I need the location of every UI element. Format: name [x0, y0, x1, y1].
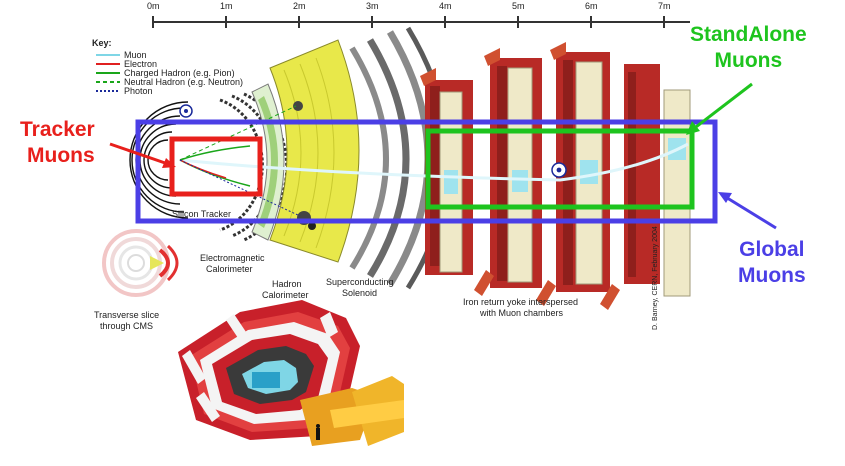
- key-item-label: Neutral Hadron (e.g. Neutron): [124, 77, 244, 87]
- key-swatches: [96, 54, 120, 92]
- hadron-calorimeter: [269, 39, 360, 263]
- magnetic-field-in-icon: [551, 162, 567, 178]
- magnetic-field-out-icon: [179, 104, 193, 118]
- ecal-label-line2: Calorimeter: [206, 264, 253, 274]
- key-title: Key:: [92, 38, 112, 48]
- scale-ruler: [152, 16, 690, 28]
- key-item-label: Photon: [124, 86, 153, 96]
- ecal-label-line1: Electromagnetic: [200, 253, 265, 263]
- standalone-callout-line1: StandAlone: [690, 23, 807, 46]
- scale-tick-label: 2m: [293, 1, 306, 11]
- global-callout-line1: Global: [739, 238, 805, 261]
- standalone-arrow: [686, 82, 753, 135]
- hcal-label-line2: Calorimeter: [262, 290, 309, 300]
- tracker-callout-line2: Muons: [27, 144, 95, 167]
- global-muons-callout: Global Muons: [738, 237, 806, 289]
- slice-label-line2: through CMS: [100, 321, 154, 331]
- global-arrow: [718, 192, 777, 230]
- scale-tick-label: 1m: [220, 1, 233, 11]
- tracker-muons-callout: Tracker Muons: [20, 117, 95, 169]
- key-item-label: Charged Hadron (e.g. Pion): [124, 68, 235, 78]
- standalone-callout-line2: Muons: [714, 49, 783, 72]
- solenoid-label-line1: Superconducting: [326, 277, 394, 287]
- transverse-slice-icon: [102, 229, 179, 297]
- cms-3d-cutaway: [178, 300, 404, 446]
- standalone-muons-box: [425, 128, 695, 210]
- global-callout-line2: Muons: [738, 264, 806, 287]
- key-item-label: Muon: [124, 50, 147, 60]
- scale-tick-label: 6m: [585, 1, 598, 11]
- yoke-label-line2: with Muon chambers: [480, 308, 564, 318]
- scale-tick-label: 7m: [658, 1, 671, 11]
- hcal-label-line1: Hadron: [272, 279, 302, 289]
- slice-label-line1: Transverse slice: [94, 310, 160, 320]
- scale-tick-label: 0m: [147, 1, 160, 11]
- credit-label: D. Barney, CERN, February 2004: [652, 226, 659, 330]
- scale-tick-label: 3m: [366, 1, 379, 11]
- yoke-label-line1: Iron return yoke interspersed: [463, 297, 579, 307]
- silicon-tracker-label: Silicon Tracker: [172, 209, 232, 219]
- key-item-label: Electron: [124, 59, 158, 69]
- scale-tick-label: 5m: [512, 1, 525, 11]
- standalone-muons-callout: StandAlone Muons: [690, 22, 807, 74]
- solenoid-label-line2: Solenoid: [342, 288, 378, 298]
- tracker-callout-line1: Tracker: [20, 118, 95, 141]
- global-muons-box: [135, 119, 718, 224]
- scale-tick-label: 4m: [439, 1, 452, 11]
- tracker-arrow: [109, 142, 176, 168]
